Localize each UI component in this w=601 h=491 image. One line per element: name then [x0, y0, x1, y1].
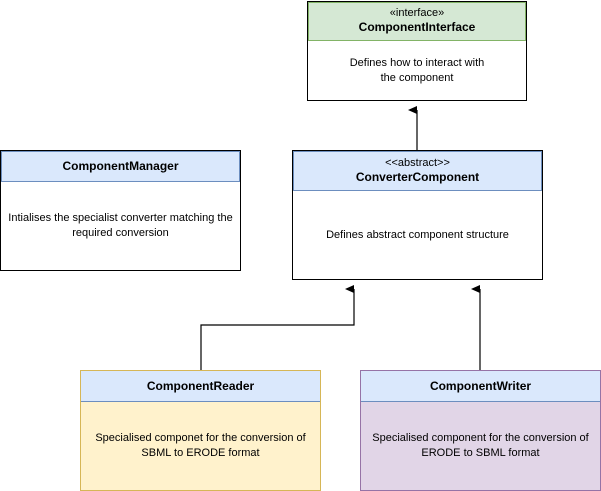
class-description: Defines how to interact with the compone…: [349, 56, 485, 84]
class-header: <<abstract>> ConverterComponent: [293, 151, 542, 191]
class-name: ComponentReader: [146, 378, 255, 393]
class-description: Specialised component for the conversion…: [372, 432, 589, 459]
class-header: ComponentReader: [81, 371, 320, 402]
class-component-manager[interactable]: ComponentManager Intialises the speciali…: [0, 150, 241, 271]
stereotype-label: <<abstract>>: [385, 156, 450, 169]
class-header: ComponentWriter: [361, 371, 600, 402]
class-header: ComponentManager: [1, 151, 240, 182]
class-component-reader[interactable]: ComponentReader Specialised componet for…: [80, 370, 321, 491]
connector-reader-to-converter: [200, 285, 355, 370]
class-header: «interface» ComponentInterface: [308, 2, 526, 41]
class-description: Defines abstract component structure: [326, 228, 509, 241]
stereotype-label: «interface»: [389, 7, 445, 19]
class-name: ComponentWriter: [429, 378, 532, 393]
class-component-writer[interactable]: ComponentWriter Specialised component fo…: [360, 370, 601, 491]
class-component-interface[interactable]: «interface» ComponentInterface Defines h…: [307, 1, 527, 101]
class-converter-component[interactable]: <<abstract>> ConverterComponent Defines …: [292, 150, 543, 280]
class-description: Specialised componet for the conversion …: [95, 432, 306, 459]
class-name: ConverterComponent: [355, 169, 480, 184]
class-description: Intialises the specialist converter matc…: [8, 212, 233, 239]
class-name: ComponentManager: [62, 158, 179, 173]
class-name: ComponentInterface: [358, 20, 476, 34]
